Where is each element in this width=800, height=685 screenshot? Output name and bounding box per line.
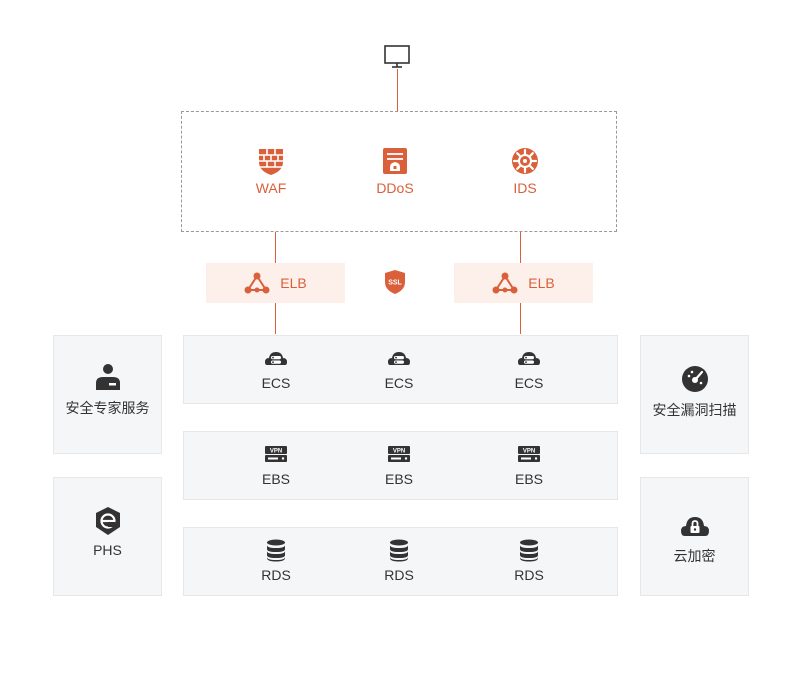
ebs-cell: VPN EBS — [236, 442, 316, 487]
panel-label: 安全专家服务 — [65, 400, 150, 416]
security-item-waf: WAF — [226, 146, 316, 196]
vulnerability-scan-icon — [681, 366, 708, 392]
security-item-ddos: DDoS — [350, 146, 440, 196]
svg-text:VPN: VPN — [270, 449, 282, 455]
vpn-drive-icon: VPN — [265, 446, 287, 462]
elb-network-icon — [492, 272, 518, 294]
ebs-cell: VPN EBS — [489, 442, 569, 487]
rds-label: RDS — [514, 567, 544, 583]
connector-security-elb-left — [275, 232, 276, 263]
intrusion-detection-gear-icon — [512, 148, 538, 174]
vpn-drive-icon: VPN — [518, 446, 540, 462]
panel-label: PHS — [93, 542, 122, 558]
rds-row: RDS RDS RDS — [183, 527, 618, 596]
ecs-row: ECS ECS ECS — [183, 335, 618, 404]
security-item-label: IDS — [513, 180, 537, 196]
elb-box-right: ELB — [454, 263, 593, 303]
connector-security-elb-right — [520, 232, 521, 263]
panel-cloud-encryption: 云加密 — [640, 477, 749, 596]
elb-label: ELB — [528, 275, 555, 291]
ecs-cell: ECS — [236, 346, 316, 391]
panel-vulnerability-scan: 安全漏洞扫描 — [640, 335, 749, 454]
elb-label: ELB — [280, 275, 307, 291]
ssl-shield-icon: SSL — [385, 270, 405, 294]
ssl-label: SSL — [388, 280, 402, 287]
ecs-cell: ECS — [489, 346, 569, 391]
database-icon — [390, 539, 408, 562]
ecs-label: ECS — [261, 375, 291, 391]
svg-text:VPN: VPN — [523, 449, 535, 455]
ebs-label: EBS — [384, 471, 413, 487]
ebs-cell: VPN EBS — [359, 442, 439, 487]
security-item-label: WAF — [255, 180, 287, 196]
database-icon — [267, 539, 285, 562]
security-item-label: DDoS — [376, 180, 414, 196]
cloud-lock-icon — [680, 517, 709, 536]
panel-label: 安全漏洞扫描 — [652, 402, 737, 418]
connector-monitor-security — [397, 69, 398, 111]
ebs-label: EBS — [261, 471, 290, 487]
security-layer-box — [181, 111, 617, 232]
cloud-server-icon — [388, 352, 410, 365]
rds-label: RDS — [261, 567, 291, 583]
vpn-drive-icon: VPN — [388, 446, 410, 462]
ecs-label: ECS — [384, 375, 414, 391]
ebs-row: VPN EBS VPN EBS VPN EBS — [183, 431, 618, 500]
ebs-label: EBS — [514, 471, 543, 487]
cloud-server-icon — [518, 352, 540, 365]
rds-cell: RDS — [236, 538, 316, 583]
security-item-ids: IDS — [480, 146, 570, 196]
ecs-cell: ECS — [359, 346, 439, 391]
panel-security-expert: 安全专家服务 — [53, 335, 162, 454]
connector-elb-ecs-left — [275, 303, 276, 334]
cloud-server-icon — [265, 352, 287, 365]
panel-label: 云加密 — [673, 548, 716, 564]
svg-text:VPN: VPN — [393, 449, 405, 455]
database-icon — [520, 539, 538, 562]
connector-elb-ecs-right — [520, 303, 521, 334]
rds-cell: RDS — [359, 538, 439, 583]
security-expert-icon — [95, 364, 120, 390]
ecs-label: ECS — [514, 375, 544, 391]
phs-shield-icon — [95, 507, 120, 535]
elb-network-icon — [244, 272, 270, 294]
elb-box-left: ELB — [206, 263, 345, 303]
monitor-icon — [384, 45, 410, 68]
firewall-shield-icon — [259, 149, 283, 175]
panel-phs: PHS — [53, 477, 162, 596]
ddos-protection-icon — [383, 148, 407, 174]
rds-label: RDS — [384, 567, 414, 583]
rds-cell: RDS — [489, 538, 569, 583]
